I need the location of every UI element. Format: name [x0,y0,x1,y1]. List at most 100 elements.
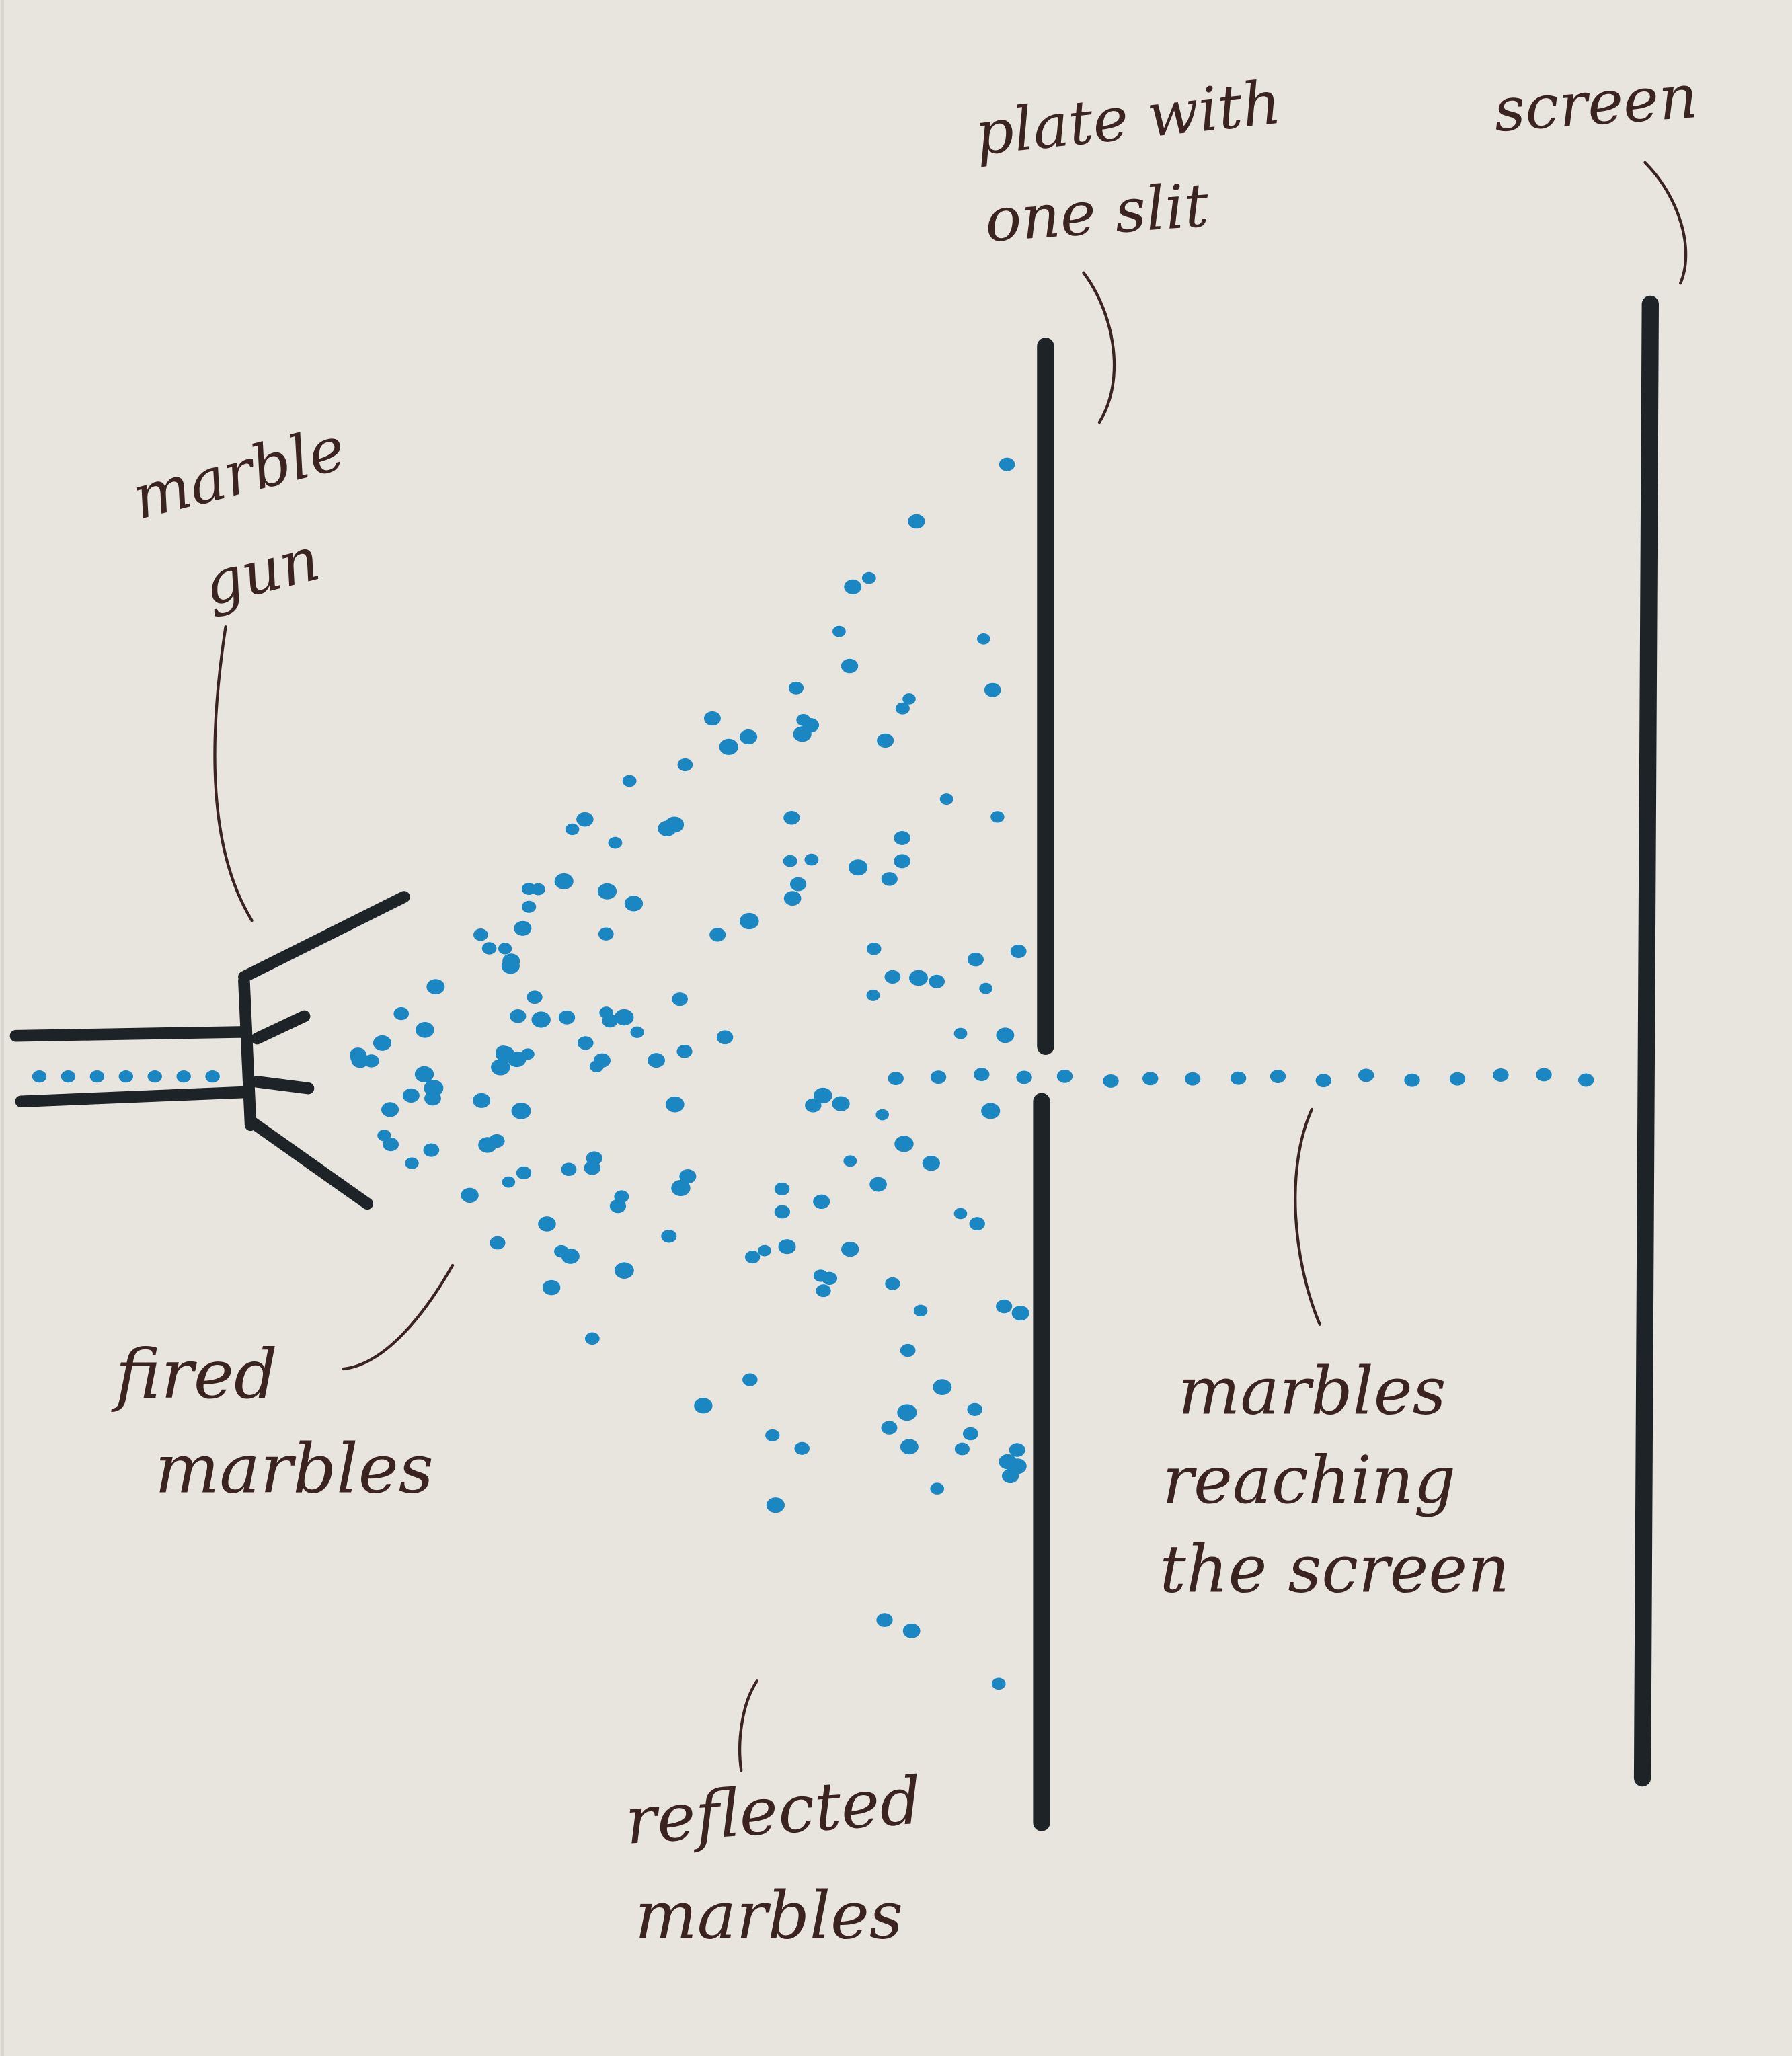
fired-marble [496,1045,510,1058]
fired-marble [866,989,880,1001]
fired-marble [423,1143,440,1157]
fired-marble [902,693,916,705]
fired-marble [1009,1443,1025,1457]
fired-marble [894,1136,914,1152]
fired-marble [981,1103,1001,1119]
fired-marble [793,726,812,742]
fired-marble [665,1096,685,1113]
fired-marble [765,1429,780,1441]
fired-marble [929,974,945,988]
fired-marble [599,1006,613,1019]
fired-marble [565,823,580,836]
leader-reflected-marbles [738,1679,758,1772]
fired-marble [908,514,925,529]
fired-marble [478,1137,497,1153]
transmitted-marble [1016,1070,1032,1084]
fired-marble [876,1613,893,1627]
fired-marble [531,883,545,896]
fired-marble [913,1304,928,1317]
fired-marble [844,579,862,594]
fired-marble [502,953,520,969]
label-one-slit: one slit [982,171,1211,256]
fired-marble [614,1262,634,1279]
transmitted-marble [1449,1072,1466,1086]
fired-marble [677,758,693,772]
fired-marble [671,1179,691,1197]
fired-marble [424,1091,441,1106]
transmitted-marble [930,1070,947,1084]
label-marbles: marbles [1178,1353,1446,1429]
fired-marble [672,992,688,1006]
fired-marble [990,811,1005,823]
fired-marble [783,810,800,825]
fired-marble [521,900,537,913]
fired-marble [577,1036,594,1050]
fired-marble [805,1098,822,1113]
gun-prong-bottom [251,1076,315,1095]
fired-marble [984,682,1001,697]
fired-marble [788,681,804,695]
fired-marble [576,812,594,827]
fired-marble [514,920,532,936]
fired-marble [598,927,614,941]
fired-marble [813,1194,830,1210]
fired-marble [584,1332,600,1345]
transmitted-marble [1103,1074,1119,1088]
fired-marble [885,1277,900,1290]
fired-marble [881,1421,898,1435]
leader-reaching-screen [1294,1107,1321,1326]
barrel-marble [32,1070,47,1083]
fired-marble [796,713,811,726]
fired-marble [510,1009,527,1023]
fired-marble [977,633,990,645]
fired-marble [877,733,894,748]
fired-marble [909,970,928,986]
fired-marble [516,1166,532,1180]
fired-marble [597,883,617,900]
fired-marble [481,942,497,955]
fired-marble [648,1053,665,1068]
fired-marble [709,928,726,942]
fired-marble [933,1379,952,1396]
fired-marble [415,1022,434,1038]
fired-marble [996,1027,1015,1043]
fired-marble [630,1026,644,1038]
leader-fired-marbles [342,1263,455,1371]
label-fired: fired [111,1335,278,1414]
fired-marble [841,658,859,674]
fired-marble [383,1137,399,1152]
fired-marble [558,1010,576,1025]
fired-marble [979,982,992,994]
fired-marble [866,943,882,955]
gun-prong-top [251,1010,311,1045]
gun-mouth-back [238,975,257,1132]
fired-marble [875,1109,889,1121]
transmitted-marble [1358,1068,1374,1082]
fired-marble [742,1373,758,1386]
barrel-marble [118,1070,134,1083]
fired-marble [794,1441,810,1455]
fired-marble [679,1169,697,1184]
fired-marble [832,625,846,637]
fired-marble [999,457,1015,471]
fired-marble [614,1009,634,1026]
fired-marble [814,1087,832,1104]
screen [1633,295,1659,1787]
fired-marble [561,1248,580,1264]
fired-marble [511,1103,531,1119]
transmitted-marble [1056,1069,1073,1083]
fired-marble [719,738,738,755]
fired-marble [900,1439,919,1455]
leader-screen [1643,161,1688,285]
fired-marble [527,990,543,1004]
fired-marble [783,855,797,867]
fired-marble [991,1677,1006,1690]
label-fired-marbles: marbles [155,1429,434,1508]
transmitted-marble [1230,1071,1247,1085]
fired-marble [586,1151,602,1166]
fired-marble [804,853,819,866]
marbles [32,457,1594,1690]
fired-marble [884,970,901,984]
fired-marble [848,859,868,876]
fired-marble [739,912,759,930]
